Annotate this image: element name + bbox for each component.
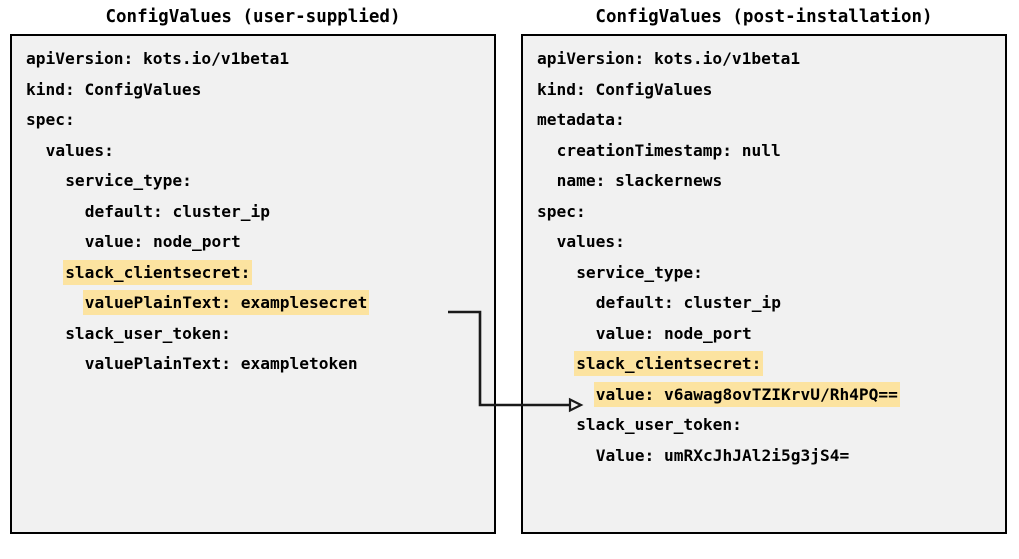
code-block-post-installation: apiVersion: kots.io/v1beta1 kind: ConfigV…	[535, 44, 1005, 471]
code-line-text: slack_user_token:	[65, 323, 231, 343]
code-line-text: valuePlainText: examplesecret	[82, 290, 370, 315]
code-line: metadata:	[535, 105, 1005, 136]
code-line: service_type:	[535, 258, 1005, 289]
code-line: name: slackernews	[535, 166, 1005, 197]
code-line: kind: ConfigValues	[24, 75, 494, 106]
code-line: valuePlainText: exampletoken	[24, 349, 494, 380]
code-line-text: value: node_port	[84, 232, 241, 251]
code-line-text: creationTimestamp: null	[556, 140, 781, 160]
code-line-text: values:	[45, 140, 114, 160]
code-line-text: name: slackernews	[556, 171, 723, 190]
code-line-text: value: node_port	[595, 323, 752, 343]
code-line: Value: umRXcJhJAl2i5g3jS4=	[535, 441, 1005, 472]
code-line: service_type:	[24, 166, 494, 197]
code-line-text: apiVersion: kots.io/v1beta1	[26, 49, 290, 68]
code-line-text: slack_clientsecret:	[574, 351, 764, 376]
code-line: kind: ConfigValues	[535, 75, 1005, 106]
code-line-text: service_type:	[65, 171, 192, 190]
code-line-text: value: v6awag8ovTZIKrvU/Rh4PQ==	[593, 381, 900, 407]
code-line-text: default: cluster_ip	[84, 201, 270, 221]
code-line-highlighted: valuePlainText: examplesecret	[24, 288, 494, 319]
code-line: spec:	[535, 197, 1005, 228]
code-line-highlighted: value: v6awag8ovTZIKrvU/Rh4PQ==	[535, 380, 1005, 411]
code-line: default: cluster_ip	[535, 288, 1005, 319]
code-block-user-supplied: apiVersion: kots.io/v1beta1 kind: ConfigV…	[24, 44, 494, 380]
code-line: slack_user_token:	[535, 410, 1005, 441]
code-line-text: metadata:	[537, 110, 625, 129]
code-line: creationTimestamp: null	[535, 136, 1005, 167]
code-line: slack_user_token:	[24, 319, 494, 350]
code-line: spec:	[24, 105, 494, 136]
panel-title-user-supplied: ConfigValues (user-supplied)	[105, 7, 401, 27]
code-line-text: spec:	[26, 110, 75, 129]
panel-box-post-installation: apiVersion: kots.io/v1beta1 kind: ConfigV…	[521, 34, 1007, 534]
code-line: apiVersion: kots.io/v1beta1	[535, 44, 1005, 75]
code-line-text: service_type:	[576, 262, 703, 282]
code-line-text: slack_clientsecret:	[63, 259, 253, 285]
code-line-text: kind: ConfigValues	[537, 79, 713, 99]
code-line: value: node_port	[24, 227, 494, 258]
panel-title-post-installation: ConfigValues (post-installation)	[595, 7, 933, 27]
code-line-text: values:	[556, 232, 625, 251]
code-line: value: node_port	[535, 319, 1005, 350]
code-line-highlighted: slack_clientsecret:	[24, 258, 494, 289]
code-line-highlighted: slack_clientsecret:	[535, 349, 1005, 380]
panel-post-installation: ConfigValues (post-installation) apiVers…	[521, 0, 1007, 534]
panel-box-user-supplied: apiVersion: kots.io/v1beta1 kind: ConfigV…	[10, 34, 496, 534]
code-line: values:	[535, 227, 1005, 258]
code-line-text: kind: ConfigValues	[26, 79, 202, 99]
code-line: default: cluster_ip	[24, 197, 494, 228]
code-line: apiVersion: kots.io/v1beta1	[24, 44, 494, 75]
code-line: values:	[24, 136, 494, 167]
code-line-text: default: cluster_ip	[595, 293, 781, 312]
code-line-text: spec:	[537, 201, 586, 221]
panel-user-supplied: ConfigValues (user-supplied) apiVersion:…	[10, 0, 496, 534]
code-line-text: Value: umRXcJhJAl2i5g3jS4=	[595, 445, 850, 465]
code-line-text: apiVersion: kots.io/v1beta1	[537, 49, 801, 68]
code-line-text: valuePlainText: exampletoken	[84, 354, 358, 373]
code-line-text: slack_user_token:	[576, 415, 742, 434]
